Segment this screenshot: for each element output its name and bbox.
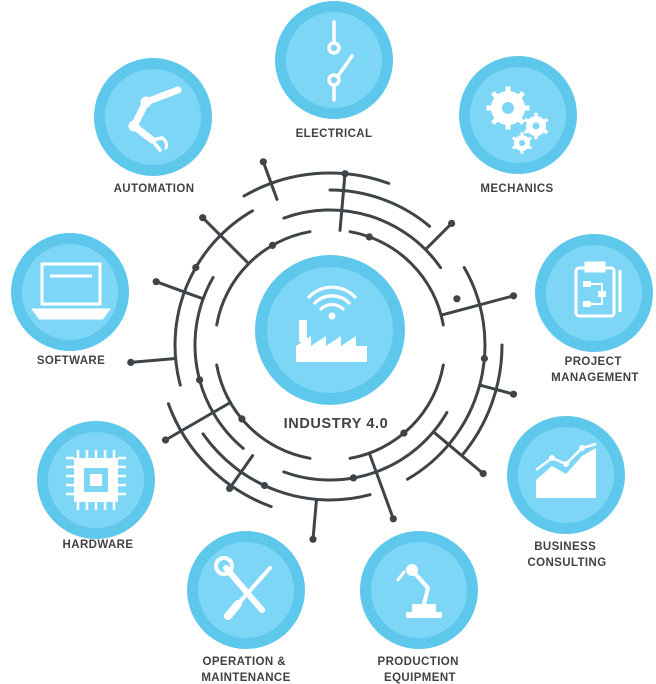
node-electrical[interactable]: ELECTRICAL (275, 1, 393, 140)
node-mechanics[interactable]: MECHANICS (459, 56, 577, 195)
node-label: OPERATION & MAINTENANCE (201, 656, 290, 684)
node-software[interactable]: SOFTWARE (11, 233, 129, 367)
node-label: HARDWARE (63, 539, 134, 551)
node-label: PRODUCTION EQUIPMENT (378, 656, 463, 684)
microchip-icon (66, 450, 126, 510)
node-label: PROJECT MANAGEMENT (551, 356, 639, 384)
growth-chart-icon (535, 442, 597, 498)
node-business-consulting[interactable]: BUSINESS CONSULTING (507, 416, 625, 569)
node-project-management[interactable]: PROJECT MANAGEMENT (535, 234, 653, 384)
clipboard-flowchart-icon (574, 261, 622, 318)
node-label: ELECTRICAL (296, 128, 373, 140)
gears-icon (486, 86, 549, 154)
circuit-nodes (127, 158, 518, 543)
node-operation-maintenance[interactable]: OPERATION & MAINTENANCE (187, 531, 305, 684)
node-label: AUTOMATION (114, 183, 195, 195)
laptop-icon (31, 262, 111, 320)
smart-factory-icon (296, 285, 367, 362)
node-production-equipment[interactable]: PRODUCTION EQUIPMENT (360, 531, 478, 684)
robot-arm-icon (396, 564, 442, 618)
wrench-screwdriver-icon (214, 556, 272, 620)
center-label: INDUSTRY 4.0 (284, 416, 389, 432)
node-label: MECHANICS (480, 183, 553, 195)
node-label: BUSINESS CONSULTING (527, 541, 606, 569)
industrial-robot-icon (128, 86, 182, 152)
node-hardware[interactable]: HARDWARE (37, 421, 155, 551)
center-hub: INDUSTRY 4.0 (255, 255, 405, 432)
node-label: SOFTWARE (37, 355, 105, 367)
switch-icon (327, 20, 354, 102)
circuit-traces (129, 160, 515, 541)
node-automation[interactable]: AUTOMATION (94, 58, 212, 195)
